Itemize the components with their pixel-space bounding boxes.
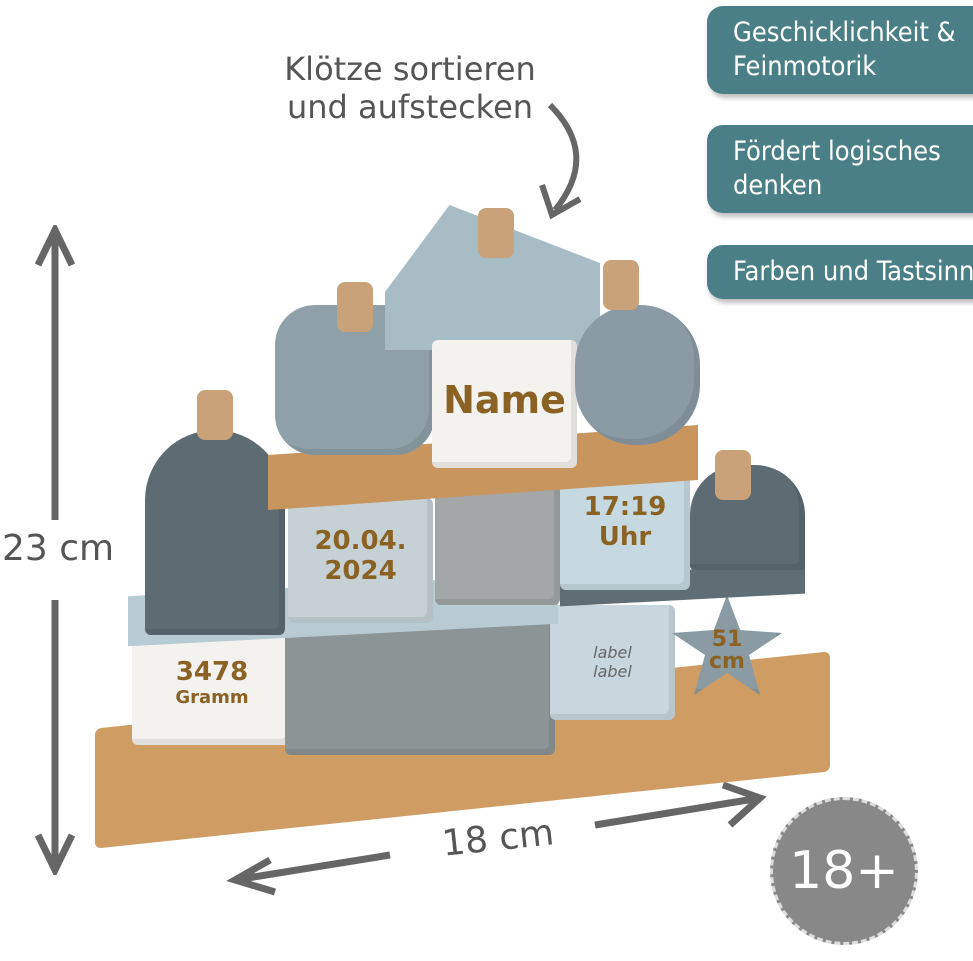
name-text: Name <box>443 378 566 422</box>
arch-block <box>285 620 555 755</box>
caption-line-2: und aufstecken <box>286 88 534 126</box>
height-arrow-icon <box>34 225 76 875</box>
time-unit: Uhr <box>598 522 652 552</box>
feature-badge-colors: Farben und Tastsinn <box>707 245 973 299</box>
width-arrow-icon <box>226 781 767 896</box>
time-value: 17:19 <box>583 492 667 522</box>
weight-value: 3478 <box>175 657 249 687</box>
height-label: 23 cm <box>2 528 115 569</box>
label-text-1: label <box>593 643 632 662</box>
cylinder-block <box>575 305 700 445</box>
caption: Klötze sortieren und aufstecken <box>270 50 550 126</box>
length-value: 51 <box>711 627 743 652</box>
length-unit: cm <box>709 649 745 674</box>
caption-line-1: Klötze sortieren <box>284 50 536 88</box>
weight-block: 3478 Gramm <box>132 625 292 745</box>
peg <box>197 390 233 440</box>
date-block: 20.04. 2024 <box>288 498 433 623</box>
peg <box>603 260 639 310</box>
name-block: Name <box>432 340 577 468</box>
peg <box>715 450 751 500</box>
peg <box>337 282 373 332</box>
curved-arrow-icon <box>539 102 582 220</box>
dome-block <box>145 430 285 635</box>
date-line-2: 2024 <box>324 556 397 586</box>
label-text-2: label <box>593 662 632 681</box>
weight-unit: Gramm <box>175 687 249 708</box>
peg <box>478 208 514 258</box>
age-badge: 18+ <box>770 797 918 945</box>
grey-block <box>435 485 560 605</box>
date-line-1: 20.04. <box>314 526 407 556</box>
time-block: 17:19 Uhr <box>560 470 690 590</box>
feature-badge-logic: Fördert logisches denken <box>707 125 973 213</box>
label-block: label label <box>550 605 675 720</box>
feature-badge-dexterity: Geschicklichkeit & Feinmotorik <box>707 6 973 94</box>
